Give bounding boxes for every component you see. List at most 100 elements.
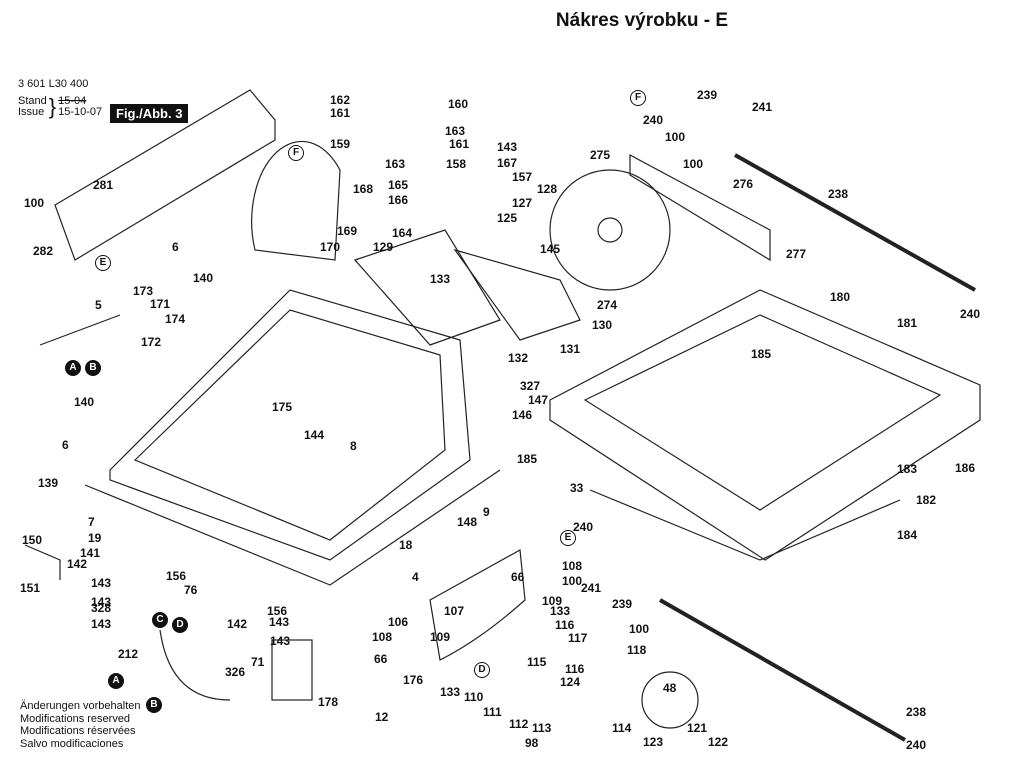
part-number-label: 163	[445, 124, 466, 138]
note-fr: Modifications réservées	[20, 725, 136, 737]
part-number-label: 240	[960, 307, 981, 321]
part-number-label: 4	[412, 570, 419, 584]
riving-knife	[453, 248, 581, 341]
reference-bubble-b: B	[146, 697, 162, 713]
base-inner	[133, 309, 446, 541]
part-number-label: 130	[592, 318, 613, 332]
part-number-label: 109	[542, 594, 563, 608]
rail-rod-top	[734, 153, 976, 292]
reference-bubble-b: B	[85, 360, 101, 376]
part-number-label: 111	[483, 705, 502, 719]
part-number-label: 107	[444, 604, 465, 618]
stand-date: 15-04	[58, 95, 87, 107]
part-number-label: 18	[399, 538, 413, 552]
part-number-label: 239	[612, 597, 633, 611]
part-number-label: 143	[497, 140, 518, 154]
guide-arc	[429, 549, 526, 661]
cable-212	[159, 629, 231, 701]
part-number-label: 6	[62, 438, 69, 452]
note-en: Modifications reserved	[20, 712, 131, 725]
part-number-label: 170	[320, 240, 341, 254]
part-number-label: 164	[392, 226, 413, 240]
part-number-label: 100	[629, 622, 650, 636]
part-number-label: 146	[512, 408, 533, 422]
part-number-label: 143	[269, 615, 290, 629]
guard-disc	[251, 140, 341, 261]
part-number-label: 133	[430, 272, 451, 286]
riving-plate	[353, 229, 501, 346]
part-number-label: 71	[251, 655, 265, 669]
part-number-label: 328	[91, 601, 112, 615]
part-number-label: 131	[560, 342, 581, 356]
part-number-label: 147	[528, 393, 549, 407]
part-number-label: 9	[483, 505, 490, 519]
part-number-label: 100	[24, 196, 45, 210]
part-number-label: 161	[330, 106, 351, 120]
table-top	[549, 289, 981, 561]
part-number-label: 156	[166, 569, 187, 583]
part-number-label: 240	[643, 113, 664, 127]
base-body	[109, 289, 471, 561]
part-number-label: 148	[457, 515, 478, 529]
part-number-label: 185	[517, 452, 538, 466]
part-number-label: 116	[565, 662, 585, 676]
part-number-label: 165	[388, 178, 409, 192]
part-number-label: 281	[93, 178, 114, 192]
part-number-label: 158	[446, 157, 467, 171]
part-number-label: 132	[508, 351, 529, 365]
note-de: Änderungen vorbehalten	[20, 700, 141, 712]
box-178	[271, 639, 313, 701]
part-number-label: 6	[172, 240, 179, 254]
part-number-label: 133	[440, 685, 461, 699]
part-number-label: 100	[562, 574, 583, 588]
issue-date: 15-10-07	[58, 106, 103, 118]
note-es: Salvo modificaciones	[20, 737, 124, 750]
part-number-label: 124	[560, 675, 581, 689]
part-number-label: 162	[330, 93, 351, 107]
cable-5	[39, 314, 121, 346]
modification-notes: Änderungen vorbehalten Modifications res…	[20, 700, 140, 750]
part-number-label: 157	[512, 170, 533, 184]
part-number-label: 113	[532, 721, 552, 735]
part-number-label: 174	[165, 312, 186, 326]
table-underside	[589, 489, 901, 561]
part-number-label: 129	[373, 240, 394, 254]
part-number-label: 108	[372, 630, 393, 644]
part-number-label: 238	[906, 705, 927, 719]
part-number-label: 239	[697, 88, 718, 102]
stand-label: Stand	[18, 95, 47, 107]
reference-bubble-a: A	[108, 673, 124, 689]
part-number-label: 140	[74, 395, 95, 409]
part-number-label: 122	[708, 735, 729, 749]
part-number-label: 176	[403, 673, 424, 687]
arm-277	[629, 153, 771, 262]
part-number-label: 112	[509, 717, 529, 731]
part-number-label: 117	[568, 631, 588, 645]
part-number-label: 183	[897, 462, 918, 476]
part-code: 3 601 L30 400	[18, 78, 89, 90]
part-number-label: 144	[304, 428, 325, 442]
reference-bubble-e: E	[95, 255, 111, 271]
part-number-label: 160	[448, 97, 469, 111]
part-number-label: 116	[555, 618, 575, 632]
part-number-label: 163	[385, 157, 406, 171]
reference-bubble-c: C	[152, 612, 168, 628]
part-number-label: 150	[22, 533, 43, 547]
part-number-label: 142	[67, 557, 88, 571]
part-number-label: 241	[752, 100, 773, 114]
part-number-label: 142	[227, 617, 248, 631]
part-number-label: 184	[897, 528, 918, 542]
part-number-label: 145	[540, 242, 561, 256]
part-number-label: 5	[95, 298, 102, 312]
part-number-label: 12	[375, 710, 389, 724]
part-number-label: 181	[897, 316, 918, 330]
figure-badge: Fig./Abb. 3	[110, 104, 189, 123]
part-number-label: 173	[133, 284, 154, 298]
part-number-label: 128	[537, 182, 558, 196]
part-number-label: 121	[687, 721, 708, 735]
part-number-label: 282	[33, 244, 54, 258]
part-number-label: 172	[141, 335, 162, 349]
part-number-label: 141	[80, 546, 101, 560]
key-150	[24, 544, 61, 580]
part-number-label: 166	[388, 193, 409, 207]
